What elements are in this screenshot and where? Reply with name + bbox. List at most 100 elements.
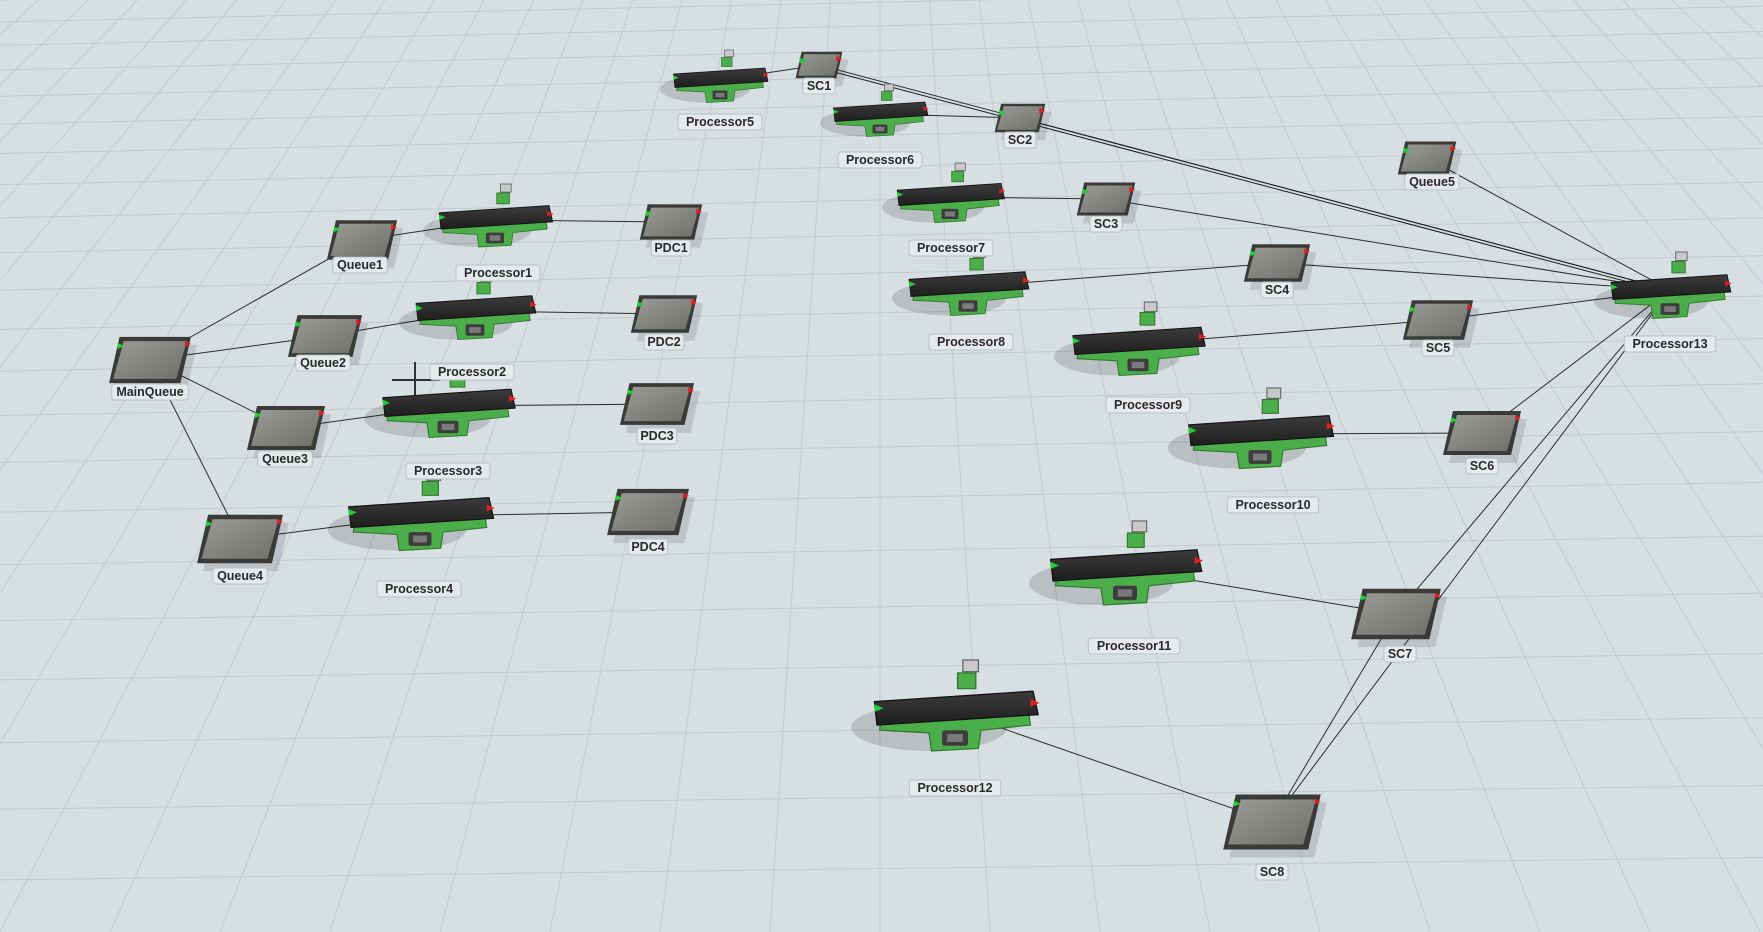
connector-sc1-processor13-b[interactable] xyxy=(818,67,1671,294)
sc6-object[interactable] xyxy=(1443,411,1527,463)
processor3-label: Processor3 xyxy=(405,462,491,480)
connector-sc2-processor13[interactable] xyxy=(1019,117,1671,291)
input-port-icon xyxy=(627,389,635,396)
output-port-icon xyxy=(1129,186,1136,193)
sc7-object[interactable] xyxy=(1351,588,1447,648)
object-label-text: Queue4 xyxy=(217,569,263,583)
processor6-label: Processor6 xyxy=(837,151,923,169)
connector-processor12-sc8[interactable] xyxy=(954,711,1273,823)
output-port-icon xyxy=(530,301,537,308)
sc6-label: SC6 xyxy=(1465,457,1499,475)
queue5-label: Queue5 xyxy=(1404,173,1460,191)
object-label-text: Queue5 xyxy=(1409,175,1455,189)
object-label-text: SC2 xyxy=(1008,133,1032,147)
processor2-object[interactable] xyxy=(399,272,537,340)
output-port-icon xyxy=(276,518,283,525)
processor12-object[interactable] xyxy=(851,659,1040,752)
processor4-label: Processor4 xyxy=(376,580,462,598)
input-port-icon xyxy=(382,399,391,406)
sc3-object[interactable] xyxy=(1076,182,1142,224)
object-labels: MainQueueQueue1Queue2Queue3Queue4Queue5P… xyxy=(111,77,1717,881)
processor7-object[interactable] xyxy=(882,162,1006,223)
connector-queue5-processor13[interactable] xyxy=(1426,157,1671,291)
processor9-object[interactable] xyxy=(1054,301,1207,377)
object-label-text: SC6 xyxy=(1470,459,1494,473)
output-port-icon xyxy=(1304,248,1311,255)
sc8-object[interactable] xyxy=(1223,794,1327,858)
input-port-icon xyxy=(206,520,214,527)
connector-sc4-processor13[interactable] xyxy=(1276,262,1671,291)
processor4-object[interactable] xyxy=(328,469,495,552)
processor13-label: Processor13 xyxy=(1623,335,1717,353)
pdc3-object[interactable] xyxy=(619,383,701,433)
processor5-object[interactable] xyxy=(660,49,769,103)
main-queue-label: MainQueue xyxy=(111,383,189,401)
pdc4-object[interactable] xyxy=(607,488,695,544)
processor10-object[interactable] xyxy=(1168,387,1335,470)
queue2-label: Queue2 xyxy=(295,354,351,372)
input-port-icon xyxy=(416,305,423,311)
connector-sc8-processor13[interactable] xyxy=(1271,289,1671,823)
sc2-label: SC2 xyxy=(1003,131,1037,149)
processor11-object[interactable] xyxy=(1029,520,1203,606)
connector-sc3-processor13[interactable] xyxy=(1105,198,1671,291)
output-port-icon xyxy=(319,410,325,416)
pdc4-label: PDC4 xyxy=(627,538,669,556)
input-port-icon xyxy=(1050,561,1059,569)
connector-sc8-sc7[interactable] xyxy=(1271,613,1397,823)
processor1-object[interactable] xyxy=(423,183,554,248)
pdc1-object[interactable] xyxy=(639,204,709,248)
connector-sc6-processor13[interactable] xyxy=(1481,289,1671,434)
object-label-text: Queue3 xyxy=(262,452,308,466)
input-port-icon xyxy=(909,281,916,287)
sc4-object[interactable] xyxy=(1243,244,1317,290)
output-port-icon xyxy=(1434,592,1441,599)
pdc1-label: PDC1 xyxy=(650,239,692,257)
input-port-icon xyxy=(348,509,357,516)
input-port-icon xyxy=(615,494,623,501)
object-label-text: SC3 xyxy=(1094,217,1118,231)
queue4-object[interactable] xyxy=(197,514,289,572)
object-label-text: Processor7 xyxy=(917,241,985,255)
object-label-text: Queue2 xyxy=(300,356,346,370)
output-port-icon xyxy=(508,395,517,402)
output-port-icon xyxy=(836,55,843,62)
main-queue-object[interactable] xyxy=(109,336,197,392)
input-port-icon xyxy=(999,109,1007,116)
input-port-icon xyxy=(1188,427,1197,434)
input-port-icon xyxy=(333,226,341,233)
output-port-icon xyxy=(1023,277,1030,284)
processor5-label: Processor5 xyxy=(677,113,763,131)
object-label-text: Processor9 xyxy=(1114,398,1182,412)
processor6-object[interactable] xyxy=(820,83,929,137)
output-port-icon xyxy=(486,504,495,512)
model-objects xyxy=(109,49,1732,858)
queue2-object[interactable] xyxy=(287,315,369,365)
object-label-text: Queue1 xyxy=(337,258,383,272)
queue3-object[interactable] xyxy=(247,406,331,458)
object-label-text: Processor12 xyxy=(917,781,992,795)
input-port-icon xyxy=(439,214,446,220)
input-port-icon xyxy=(255,412,262,418)
object-label-text: Processor11 xyxy=(1097,639,1171,653)
object-label-text: SC4 xyxy=(1265,283,1289,297)
output-port-icon xyxy=(1515,415,1521,421)
output-port-icon xyxy=(691,299,698,306)
output-port-icon xyxy=(1725,280,1732,287)
output-port-icon xyxy=(184,340,191,347)
sc1-label: SC1 xyxy=(802,77,836,95)
pdc2-object[interactable] xyxy=(630,295,704,341)
processor13-object[interactable] xyxy=(1594,251,1732,319)
object-label-text: Processor8 xyxy=(937,335,1005,349)
object-label-text: Processor10 xyxy=(1235,498,1310,512)
object-label-text: SC5 xyxy=(1426,341,1450,355)
sc5-object[interactable] xyxy=(1402,300,1480,348)
processor3-object[interactable] xyxy=(364,363,517,439)
pdc3-label: PDC3 xyxy=(636,427,678,445)
sc5-label: SC5 xyxy=(1421,339,1455,357)
processor2-label: Processor2 xyxy=(429,363,515,381)
output-port-icon xyxy=(1194,557,1203,565)
queue5-object[interactable] xyxy=(1397,141,1463,183)
processor9-label: Processor9 xyxy=(1105,396,1191,414)
